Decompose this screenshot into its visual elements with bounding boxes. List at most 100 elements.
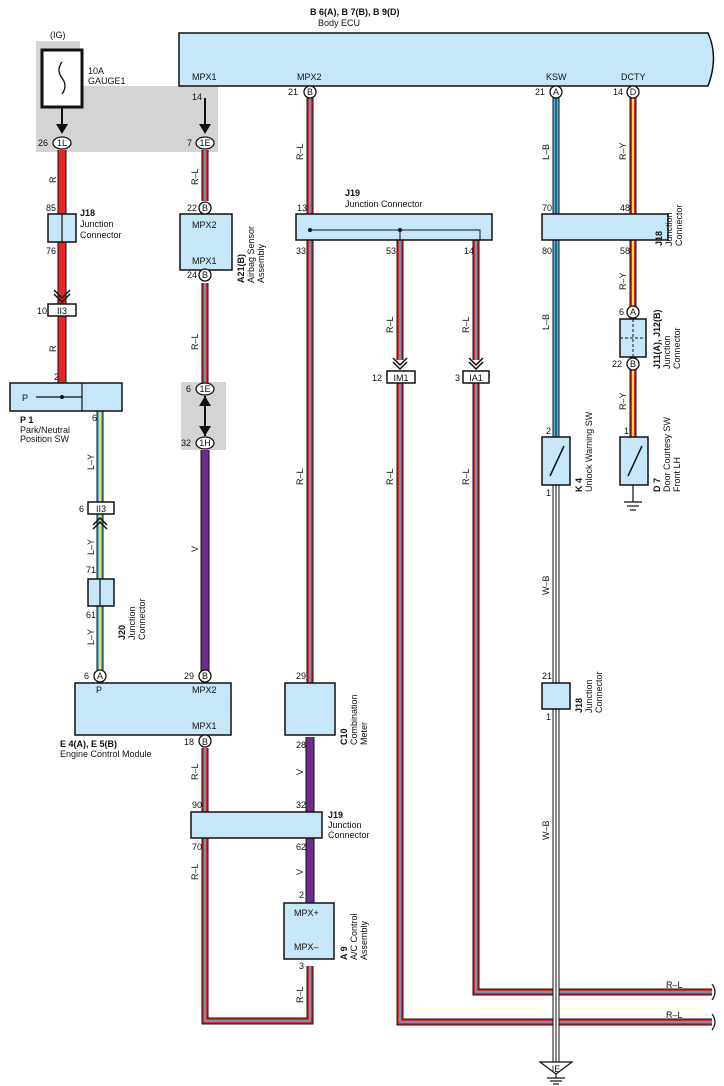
p1-pin-in: 2 (54, 372, 59, 382)
j18a-id: J18 (80, 208, 95, 218)
j19a-pin-in: 13 (297, 203, 307, 213)
j18b-name1: Junction (664, 212, 674, 246)
fuse-conn2: 1E (199, 138, 210, 148)
j18a-name2: Connector (80, 230, 122, 240)
j11-pin-in: 6 (619, 307, 624, 317)
j19b-pin-b-in: 32 (296, 800, 306, 810)
a9-mpxm: MPX– (294, 942, 319, 952)
conn1h-pin: 32 (181, 438, 191, 448)
ecu-conn-d: D (630, 87, 637, 97)
p1-id: P 1 (20, 415, 33, 425)
ii3-top-chevron (53, 289, 71, 304)
p1-label: P (22, 393, 28, 403)
k4-pin-out: 1 (546, 488, 551, 498)
ii3a-id: II3 (57, 306, 67, 316)
wire-label-wb2: W–B (541, 820, 551, 840)
wire-label-rl5: R–L (385, 316, 395, 333)
wire-label-v1: V (190, 546, 200, 552)
j11-name1: Junction (662, 335, 672, 369)
j18-right-box (541, 213, 669, 241)
a9-box (283, 902, 335, 960)
j19b-name2: Connector (328, 830, 370, 840)
a9-mpxp: MPX+ (294, 908, 319, 918)
ii3-bottom-box (87, 501, 115, 515)
wire-label-ly3: L–Y (86, 629, 96, 645)
exit-top-label: R–L (666, 980, 683, 990)
j18c-id: J18 (574, 698, 584, 713)
j20-pin-in: 71 (86, 565, 96, 575)
ecm-id: E 4(A), E 5(B) (60, 739, 117, 749)
wire-label-rl4: R–L (295, 468, 305, 485)
ecu-conn-b: B (307, 87, 313, 97)
j19a-pin-b: 53 (386, 246, 396, 256)
ecm-pin-p: 6 (84, 671, 89, 681)
j11-id: J11(A), J12(B) (652, 309, 662, 369)
body-ecu (178, 32, 715, 87)
exit-bottom-label: R–L (666, 1010, 683, 1020)
c10-name1: Combination (349, 694, 359, 745)
airbag-pin-out: 24 (187, 270, 197, 280)
j20-box (87, 578, 115, 607)
ecu-title: B 6(A), B 7(B), B 9(D) (310, 7, 400, 17)
j18c-pin-in: 21 (542, 671, 552, 681)
wire-label-rl2: R–L (190, 333, 200, 350)
ecu-pin-mpx2: 21 (288, 87, 298, 97)
j18c-name2: Connector (594, 671, 604, 713)
c10-name2: Meter (359, 722, 369, 745)
ii3b-pin: 6 (79, 504, 84, 514)
p1-switch (9, 382, 123, 412)
a9-id: A 9 (339, 946, 349, 960)
j11-conn-out: B (630, 359, 636, 369)
wire-label-rl9: R–L (190, 763, 200, 780)
j20-pin-out: 61 (86, 610, 96, 620)
d7-name1: Door Courtesy SW (662, 416, 672, 492)
fuse-conn1: 1L (57, 138, 67, 148)
joint-arrows (199, 396, 211, 436)
ecm-name: Engine Control Module (60, 749, 152, 759)
wire-label-ly1: L–Y (86, 454, 96, 470)
airbag-name2: Assembly (256, 243, 266, 283)
ecu-mpx2: MPX2 (297, 72, 322, 82)
j11-conn-in: A (630, 307, 636, 317)
fuse-ig: (IG) (50, 30, 66, 40)
wire-label-wb1: W–B (541, 575, 551, 595)
wire-label-rl1: R–L (190, 168, 200, 185)
p1-name2: Position SW (20, 434, 70, 444)
ii3-bottom-chevron (92, 516, 108, 530)
j18-lower-box (541, 682, 571, 710)
j19b-pin-a-in: 90 (192, 800, 202, 810)
j18a-pin-in: 85 (46, 203, 56, 213)
wire-label-rl6: R–L (461, 316, 471, 333)
im1-pin: 12 (372, 373, 382, 383)
wire-rl-ia1 (472, 240, 712, 996)
p1-name1: Park/Neutral (20, 425, 70, 435)
ecu-dcty: DCTY (621, 72, 646, 82)
ii3-top-box (47, 303, 77, 317)
wire-label-ry1: R–Y (618, 142, 628, 160)
ecu-ksw: KSW (546, 72, 567, 82)
ground-label: IE (552, 1064, 561, 1074)
wire-break-marks (711, 983, 716, 1031)
j18c-name1: Junction (584, 679, 594, 713)
c10-id: C10 (339, 728, 349, 745)
ecm-mpx1: MPX1 (192, 721, 217, 731)
conn1h-id: 1H (199, 438, 211, 448)
j20-name2: Connector (137, 598, 147, 640)
j19b-pin-b-out: 62 (296, 842, 306, 852)
c10-pin-out: 28 (296, 740, 306, 750)
wire-label-rl8: R–L (461, 468, 471, 485)
ia1-box (462, 370, 490, 384)
wire-label-v2: V (295, 769, 305, 775)
wire-label-rl7: R–L (385, 468, 395, 485)
conn1e-id: 1E (199, 384, 210, 394)
ia1-id: IA1 (469, 373, 483, 383)
j18b-pin-b-out: 58 (620, 246, 630, 256)
airbag-conn-in: B (202, 203, 208, 213)
j19a-id: J19 (345, 188, 360, 198)
c10-box (284, 682, 336, 736)
j19-top (295, 213, 493, 241)
wire-rl-ecm-loop (201, 748, 314, 1025)
wire-label-rl3: R–L (295, 143, 305, 160)
j11-name2: Connector (672, 327, 682, 369)
wire-label-lb2: L–B (541, 314, 551, 330)
